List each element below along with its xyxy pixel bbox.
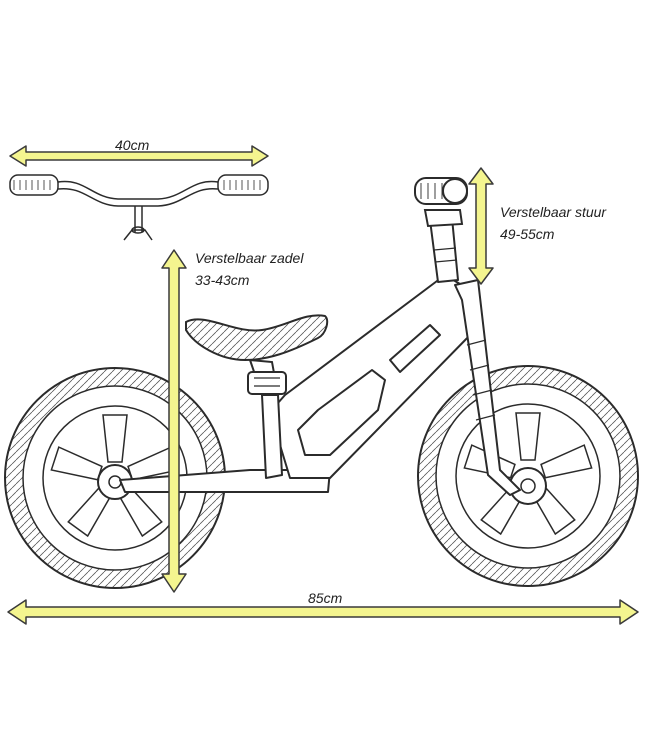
bike-frame xyxy=(119,217,521,496)
saddle-range-label: 33-43cm xyxy=(195,272,250,288)
bike-saddle xyxy=(185,314,329,396)
handlebar-width-label: 40cm xyxy=(115,137,150,153)
arrow-handlebar-width xyxy=(9,145,269,167)
front-wheel xyxy=(417,365,639,587)
arrow-saddle-height xyxy=(161,249,187,593)
saddle-title-label: Verstelbaar zadel xyxy=(195,250,304,266)
handlebar-height-range-label: 49-55cm xyxy=(500,226,555,242)
handlebar-height-title-label: Verstelbaar stuur xyxy=(500,204,607,220)
total-length-label: 85cm xyxy=(308,590,343,606)
bike-handlebar xyxy=(414,177,468,228)
arrow-total-length xyxy=(7,599,639,625)
handlebar-detail xyxy=(9,174,269,241)
dimension-arrows xyxy=(7,145,639,625)
arrow-handlebar-height xyxy=(468,167,494,285)
